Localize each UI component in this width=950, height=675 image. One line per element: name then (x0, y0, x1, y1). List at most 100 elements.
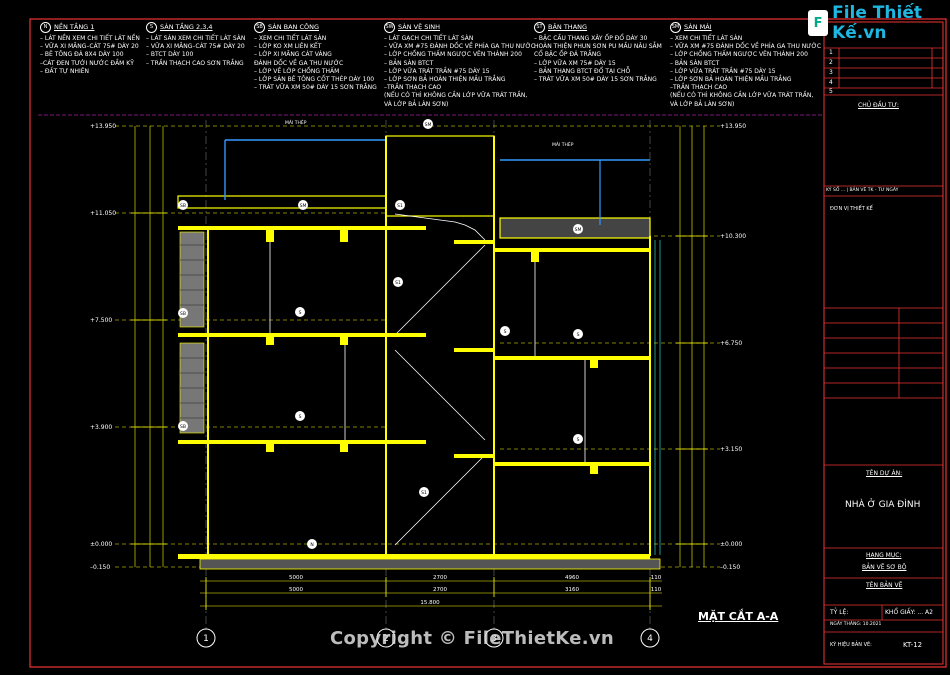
dim-r1-d: 110 (651, 575, 662, 581)
note-item: ĐÁNH DỐC VỀ GA THU NƯỚC (254, 59, 344, 67)
svg-text:S1: S1 (395, 280, 401, 286)
floor-tag: SB (178, 421, 188, 431)
rev-5: 5 (829, 88, 833, 95)
note-tag: SW (384, 22, 395, 33)
floor-tag: S (500, 326, 510, 336)
facade-pattern (180, 244, 204, 419)
note-item: – TRẦN THẠCH CAO SƠN TRẮNG (146, 59, 244, 67)
note-item: – TRÁT VỮA XM 50# DÀY 15 SƠN TRẮNG (254, 84, 377, 92)
scale-label: TỶ LỆ: (830, 609, 849, 616)
label-pipe-left: MÁI THÉP (285, 118, 307, 126)
note-item: – LỚP KO XM LIÊN KẾT (254, 43, 322, 51)
note-item: VÀ LỚP BẢ LÀN SƠN) (384, 100, 449, 108)
level-r-roof: +13.950 (720, 123, 746, 130)
level-roof: +13.950 (90, 123, 116, 130)
floor-slabs (178, 226, 650, 559)
note-item: – BẢN SÀN BTCT (384, 59, 434, 67)
designer-label: ĐƠN VỊ THIẾT KẾ (830, 206, 873, 212)
dim-r1-a: 5000 (289, 575, 303, 581)
floor-tag: S (295, 411, 305, 421)
svg-text:S: S (504, 329, 507, 335)
interior-partitions (269, 230, 586, 462)
level-l2: +3.900 (90, 424, 112, 431)
floor-tag: SM (298, 200, 308, 210)
note-item: – VỮA XI MĂNG–CÁT 75# DÀY 20 (146, 43, 245, 51)
note-item: – XEM CHI TIẾT LÁT SÀN (670, 35, 743, 42)
note-tag: SB (254, 22, 265, 33)
title-block-lines (824, 47, 943, 633)
rev-2: 2 (829, 59, 833, 66)
floor-tag: S1 (419, 487, 429, 497)
svg-text:SM: SM (575, 227, 582, 233)
floor-tag: SM (573, 224, 583, 234)
note-item: – BẢN THANG BTCT ĐỔ TẠI CHỖ (534, 67, 631, 75)
project-name: NHÀ Ở GIA ĐÌNH (845, 500, 921, 510)
copyright-watermark: Copyright © FileThietKe.vn (330, 628, 615, 649)
horizontal-dimensions (200, 580, 662, 607)
svg-text:S1: S1 (397, 203, 403, 209)
note-item: – BÊ TÔNG ĐÁ 8X4 DÀY 100 (40, 51, 124, 59)
note-item: – LỚP XI MĂNG CÁT VÀNG (254, 51, 332, 59)
sheet-number: KT-12 (903, 641, 923, 649)
note-tag: SM (670, 22, 681, 33)
roof-structure (177, 139, 651, 239)
note-item: HOÀN THIỆN PHUN SƠN PU MẦU NÂU SẪM (534, 43, 662, 51)
date-label: NGÀY THÁNG: 10.2021 (830, 622, 882, 627)
svg-text:SB: SB (180, 203, 186, 209)
item-name: BẢN VẼ SƠ BỘ (862, 564, 907, 571)
axis-label-3: 3 (491, 634, 497, 644)
axis-bubbles (196, 628, 660, 648)
svg-text:S1: S1 (421, 490, 427, 496)
rev-3: 3 (829, 69, 833, 76)
note-item: – LỚP VỮA TRÁT TRẦN #75 DÀY 15 (384, 67, 490, 75)
svg-text:SB: SB (180, 424, 186, 430)
note-item: – LÁT GẠCH CHI TIẾT LÁT SÀN (384, 35, 474, 42)
level-l3: +7.500 (90, 317, 112, 324)
level-r-l1: ±0.000 (720, 541, 742, 548)
title-block-frame (823, 21, 944, 665)
floor-tag: SB (178, 308, 188, 318)
floor-tag: SM (423, 119, 433, 129)
note-item: VÀ LỚP BẢ LÀN SƠN) (670, 100, 735, 108)
svg-text:SB: SB (180, 311, 186, 317)
note-tag: ST (534, 22, 545, 33)
vertical-dim-ticks (131, 212, 708, 545)
note-title: BẬN THANG (548, 23, 588, 32)
note-item: – LỚP SƠN BẢ HOÀN THIỆN MẦU TRẮNG (670, 76, 792, 84)
level-labels: +13.950 +11.050 +7.500 +3.900 ±0.000 –0.… (90, 123, 746, 571)
note-item: – BẬC CẦU THANG XÂY ỐP ĐỔ DÀY 30 (534, 35, 648, 42)
svg-text:S: S (299, 414, 302, 420)
axis-label-4: 4 (647, 634, 653, 644)
note-item: CỔ BẬC ỐP ĐÁ TRẮNG (534, 51, 602, 59)
floor-tag: SB (178, 200, 188, 210)
note-item: – ĐẤT TỰ NHIÊN (40, 67, 90, 75)
stair-landings (386, 226, 494, 458)
level-l4: +11.050 (90, 210, 116, 217)
foundation-band (199, 558, 661, 570)
note-item: –CÁT ĐEN TƯỚI NƯỚC ĐẦM KỸ (40, 59, 134, 67)
section-title: MẶT CẮT A-A (698, 610, 779, 623)
floor-tags: SM SM SM S1 S1 S1 SB SB SB S S S S S N (178, 119, 583, 549)
axis-label-2: 2 (383, 634, 389, 644)
floor-tag: S1 (395, 200, 405, 210)
level-r-l3: +6.750 (720, 340, 742, 347)
note-item: – LỚP VỮA TRÁT TRẦN #75 DÀY 15 (670, 67, 776, 75)
site-logo[interactable]: F File Thiết Kế.vn (808, 3, 948, 43)
level-ground: –0.150 (90, 564, 110, 571)
rev-1: 1 (829, 49, 833, 56)
note-title: NỀN TẦNG 1 (54, 23, 95, 32)
level-l1: ±0.000 (90, 541, 112, 548)
floor-tag: S (573, 329, 583, 339)
right-facade (654, 240, 661, 555)
sheet-label: KÝ HIỆU BẢN VẼ: (830, 642, 872, 648)
paper-label: KHỔ GIẤY: ... A2 (885, 609, 933, 616)
logo-icon: F (808, 10, 829, 36)
outer-frame (29, 18, 947, 668)
dim-r2-a: 5000 (289, 587, 303, 593)
svg-text:S: S (299, 310, 302, 316)
dim-r2-b: 2700 (433, 587, 447, 593)
signoff-label: KÝ SỐ ... | BẢN VẼ TK - TƯ NGÀY (826, 188, 899, 193)
